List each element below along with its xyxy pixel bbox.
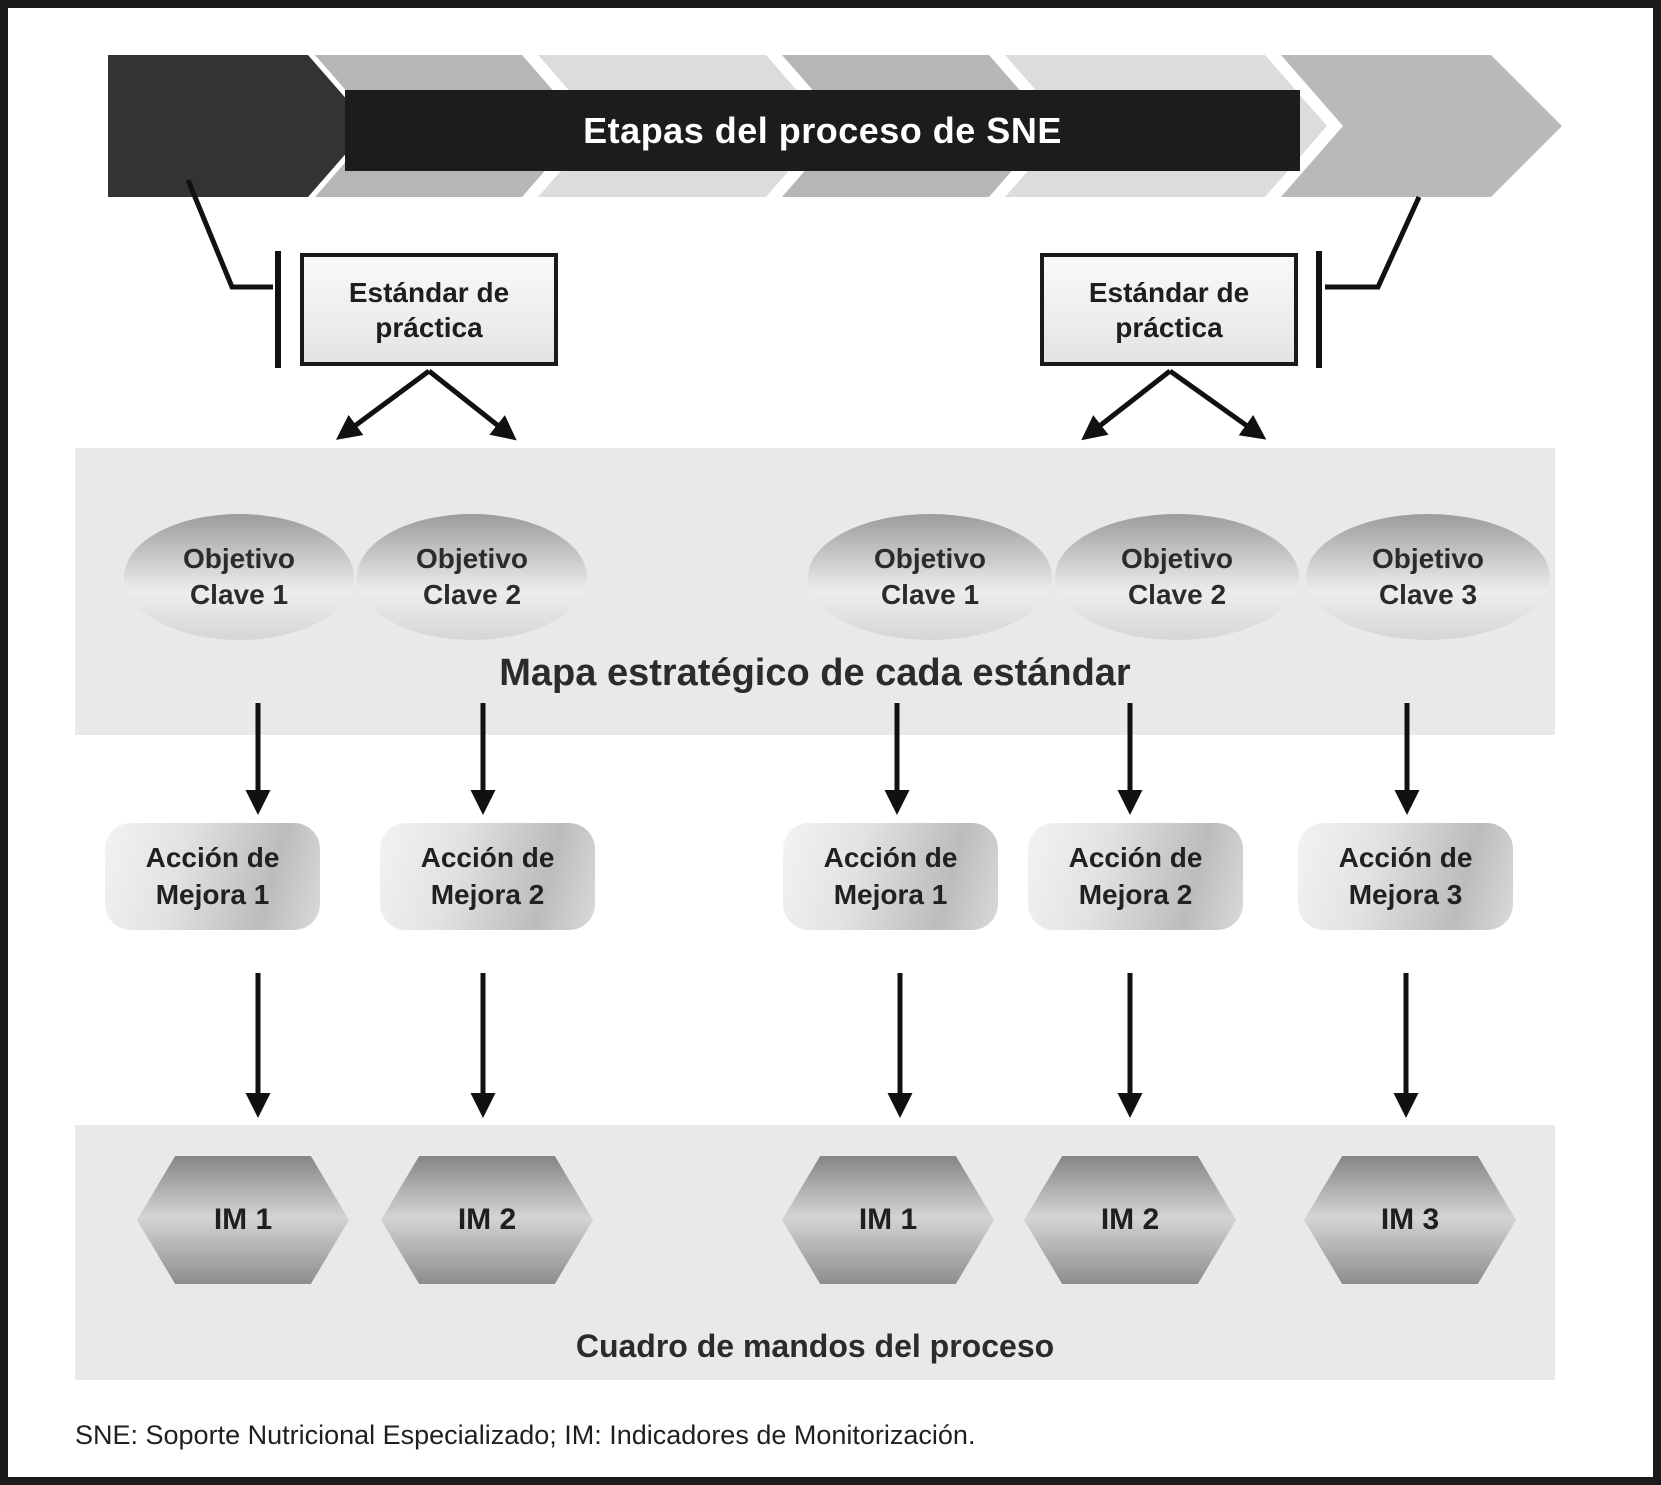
chevron-step-1 [108,55,370,197]
action-label: Acción de Mejora 1 [823,842,958,910]
action-label: Acción de Mejora 2 [1068,842,1203,910]
objective-label: Objetivo Clave 1 [182,542,295,610]
standard-box-right: Estándar de práctica [1040,253,1298,366]
indicator-label: IM 1 [213,1203,273,1236]
callout-left [185,179,281,368]
objective-ellipse: Objetivo Clave 1 [124,514,354,640]
callout-right [1316,195,1422,368]
objective-ellipse: Objetivo Clave 3 [1306,514,1550,640]
strategic-map-band-title: Mapa estratégico de cada estándar [499,652,1131,694]
footnote: SNE: Soporte Nutricional Especializado; … [75,1420,976,1450]
dashboard-band-title: Cuadro de mandos del proceso [575,1328,1055,1364]
indicator-hexagon: IM 1 [782,1156,994,1284]
objective-label: Objetivo Clave 3 [1371,542,1484,610]
action-box: Acción de Mejora 1 [783,823,998,930]
action-label: Acción de Mejora 3 [1338,842,1473,910]
standard-to-objectives-arrows-right [1081,368,1267,441]
objective-ellipse: Objetivo Clave 2 [357,514,587,640]
standard-box-left: Estándar de práctica [300,253,558,366]
indicator-hexagon: IM 2 [1024,1156,1236,1284]
standard-box-left-label: Estándar de práctica [348,276,510,343]
process-banner-title: Etapas del proceso de SNE [583,109,1062,151]
action-to-indicator-arrows [245,973,1419,1118]
indicator-label: IM 3 [1380,1203,1440,1236]
indicator-hexagon: IM 2 [381,1156,593,1284]
action-label: Acción de Mejora 2 [420,842,555,910]
indicator-label: IM 2 [1100,1203,1160,1236]
indicator-hexagon: IM 3 [1304,1156,1516,1284]
indicator-label: IM 1 [858,1203,918,1236]
indicator-hexagon: IM 1 [137,1156,349,1284]
action-label: Acción de Mejora 1 [145,842,280,910]
action-box: Acción de Mejora 1 [105,823,320,930]
standard-box-right-label: Estándar de práctica [1088,276,1250,343]
process-banner: Etapas del proceso de SNE [345,90,1300,171]
action-box: Acción de Mejora 3 [1298,823,1513,930]
objective-label: Objetivo Clave 2 [1120,542,1233,610]
standard-to-objectives-arrows-left [335,368,517,441]
action-box: Acción de Mejora 2 [380,823,595,930]
objective-label: Objetivo Clave 2 [415,542,528,610]
indicator-label: IM 2 [457,1203,517,1236]
objective-ellipse: Objetivo Clave 1 [808,514,1052,640]
action-box: Acción de Mejora 2 [1028,823,1243,930]
objective-label: Objetivo Clave 1 [873,542,986,610]
objective-ellipse: Objetivo Clave 2 [1055,514,1299,640]
